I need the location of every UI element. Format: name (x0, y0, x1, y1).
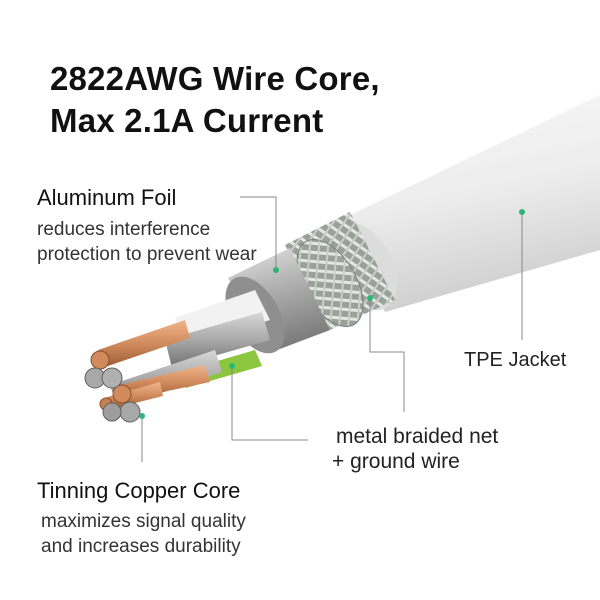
tpe-marker-dot (519, 209, 525, 215)
braided-net-line-2: + ground wire (332, 450, 460, 473)
headline-line-1: 2822AWG Wire Core, (50, 60, 380, 97)
headline: 2822AWG Wire Core, Max 2.1A Current (50, 58, 380, 142)
tinning-copper-desc-line-2: and increases durability (41, 536, 241, 557)
inner-wires (84, 290, 270, 423)
leader-lines (141, 196, 523, 462)
ground-leader-line (231, 366, 308, 441)
foil-marker-dot (273, 267, 279, 273)
aluminum-foil-desc-line-2: protection to prevent wear (37, 244, 257, 265)
braided-net-label: metal braided net + ground wire (332, 424, 499, 474)
tinning-copper-title: Tinning Copper Core (37, 478, 241, 503)
marker-dots (139, 209, 525, 419)
aluminum-foil-desc-line-1: reduces interference (37, 219, 211, 240)
aluminum-foil-title: Aluminum Foil (37, 185, 177, 210)
braid-leader-line (369, 298, 405, 412)
aluminum-foil-description: reduces interference protection to preve… (37, 217, 257, 267)
headline-line-2: Max 2.1A Current (50, 102, 324, 139)
braid-marker-dot (367, 295, 373, 301)
tinning-copper-desc-line-1: maximizes signal quality (41, 511, 246, 532)
ground-marker-dot (229, 363, 235, 369)
tinning-copper-description: maximizes signal quality and increases d… (41, 509, 246, 559)
core-marker-dot (139, 413, 145, 419)
foil-leader-line (240, 196, 277, 270)
tpe-jacket-label: TPE Jacket (464, 349, 567, 371)
braided-net-line-1: metal braided net (336, 425, 499, 448)
